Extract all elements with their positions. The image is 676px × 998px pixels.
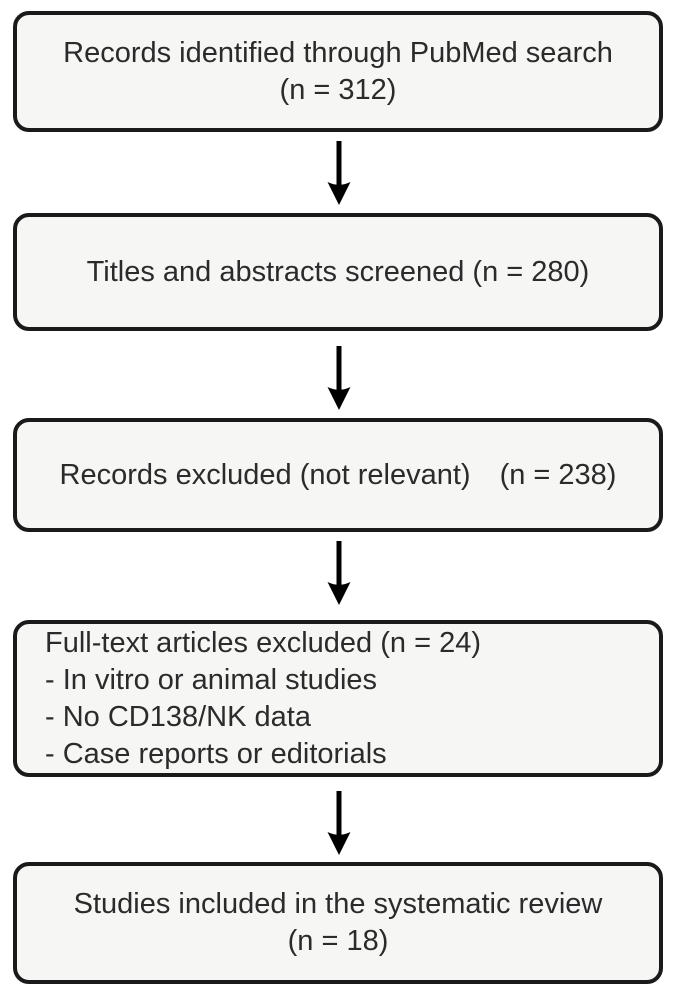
flow-box-records-identified: Records identified through PubMed search…	[13, 11, 663, 132]
flow-box-count-line: (n = 18)	[287, 925, 389, 957]
flow-box-records-excluded: Records excluded (not relevant) (n = 238…	[13, 418, 663, 532]
flow-box-text-line: Titles and abstracts screened (n = 280)	[86, 255, 590, 288]
down-arrow-icon	[327, 346, 351, 410]
flow-box-bullet-line: - In vitro or animal studies	[45, 663, 378, 696]
flow-box-fulltext-excluded: Full-text articles excluded (n = 24) - I…	[13, 620, 663, 777]
flow-box-bullet-line: - No CD138/NK data	[45, 700, 311, 733]
down-arrow-icon	[327, 791, 351, 855]
flow-box-text-line: Studies included in the systematic revie…	[73, 888, 603, 920]
flow-box-text-line: Records identified through PubMed search	[63, 36, 613, 69]
flow-box-titles-abstracts-screened: Titles and abstracts screened (n = 280)	[13, 213, 663, 331]
down-arrow-icon	[327, 541, 351, 605]
flow-box-text-line: Full-text articles excluded (n = 24)	[45, 626, 481, 659]
down-arrow-icon	[327, 141, 351, 205]
flow-box-count-line: (n = 312)	[279, 73, 397, 106]
flow-box-studies-included: Studies included in the systematic revie…	[13, 862, 663, 984]
flow-box-bullet-line: - Case reports or editorials	[45, 737, 387, 770]
flow-box-text-line: Records excluded (not relevant) (n = 238…	[59, 458, 617, 491]
